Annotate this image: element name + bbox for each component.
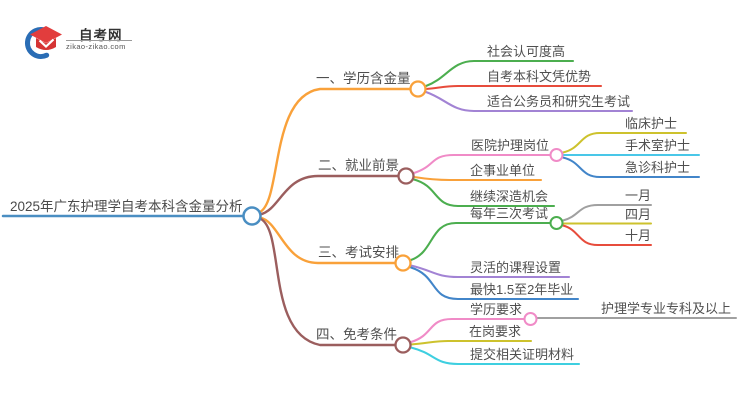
node-three-exams-per-year-label[interactable]: 每年三次考试 <box>470 206 549 221</box>
logo-chevron-shape <box>38 38 55 49</box>
leaf-flexible-curriculum-label[interactable]: 灵活的课程设置 <box>470 260 562 275</box>
logo-cap-top-shape <box>30 26 62 43</box>
connector-social-recognition <box>424 59 575 88</box>
connector-october <box>562 224 652 246</box>
connector-civil-service-postgrad <box>424 90 634 113</box>
connector-branch-3 <box>258 216 397 265</box>
leaf-january-label[interactable]: 一月 <box>625 188 652 203</box>
logo-title: 自考网 <box>79 28 123 43</box>
root-node-label[interactable]: 2025年广东护理学自考本科含金量分析 <box>10 199 243 214</box>
leaf-on-job-requirement-label[interactable]: 在岗要求 <box>469 324 522 339</box>
logo-divider <box>66 40 132 41</box>
node-education-requirement-label[interactable]: 学历要求 <box>470 302 523 317</box>
connector-branch-1 <box>258 87 412 214</box>
branch-exemption-conditions-label[interactable]: 四、免考条件 <box>316 327 397 342</box>
leaf-er-nurse-label[interactable]: 急诊科护士 <box>625 160 691 175</box>
connector-er-nurse <box>562 156 700 178</box>
connector-further-study <box>412 178 556 208</box>
connector-three-exams-per-year <box>409 221 552 262</box>
branch-1-node-handle[interactable] <box>409 80 427 98</box>
three-exams-node-handle[interactable] <box>549 216 564 230</box>
hospital-posts-node-handle[interactable] <box>549 148 564 162</box>
connector-flexible-curriculum <box>409 264 571 279</box>
connector-diploma-advantage <box>424 84 603 91</box>
root-node-handle[interactable] <box>242 206 262 226</box>
connector-graduate-fast <box>409 266 580 301</box>
branch-career-prospects-label[interactable]: 二、就业前景 <box>318 158 399 173</box>
logo-domain: zikao-zikao.com <box>66 42 126 51</box>
node-hospital-nursing-posts-label[interactable]: 医院护理岗位 <box>471 138 550 153</box>
zikao-logo-icon <box>24 26 62 59</box>
leaf-submit-proof-materials-label[interactable]: 提交相关证明材料 <box>470 347 575 362</box>
branch-4-node-handle[interactable] <box>394 336 412 354</box>
leaf-october-label[interactable]: 十月 <box>625 228 652 243</box>
connector-clinical-nurse <box>562 132 687 154</box>
branch-2-node-handle[interactable] <box>397 167 415 185</box>
connector-hospital-nursing-posts <box>412 153 552 175</box>
leaf-graduate-fast-label[interactable]: 最快1.5至2年毕业 <box>470 282 574 297</box>
leaf-enterprises-institutions-label[interactable]: 企事业单位 <box>470 163 536 178</box>
connector-enterprises-institutions <box>412 175 543 182</box>
leaf-diploma-advantage-label[interactable]: 自考本科文凭优势 <box>487 69 592 84</box>
connector-january <box>562 204 652 222</box>
branch-3-node-handle[interactable] <box>394 254 412 272</box>
connector-on-job-requirement <box>409 339 533 346</box>
leaf-clinical-nurse-label[interactable]: 临床护士 <box>625 116 678 131</box>
connector-education-requirement <box>409 317 526 344</box>
leaf-further-study-label[interactable]: 继续深造机会 <box>470 189 549 204</box>
leaf-april-label[interactable]: 四月 <box>625 207 652 222</box>
branch-education-value-label[interactable]: 一、学历含金量 <box>316 71 411 86</box>
connector-branch-4 <box>259 217 397 347</box>
leaf-civil-service-postgrad-label[interactable]: 适合公务员和研究生考试 <box>487 94 631 109</box>
education-requirement-node-handle[interactable] <box>523 312 538 326</box>
connector-submit-proof <box>409 346 581 366</box>
leaf-or-nurse-label[interactable]: 手术室护士 <box>625 138 691 153</box>
branch-exam-schedule-label[interactable]: 三、考试安排 <box>318 245 399 260</box>
connector-branch-2 <box>258 174 400 216</box>
leaf-nursing-college-or-above-label[interactable]: 护理学专业专科及以上 <box>601 301 732 316</box>
leaf-social-recognition-label[interactable]: 社会认可度高 <box>487 44 566 59</box>
